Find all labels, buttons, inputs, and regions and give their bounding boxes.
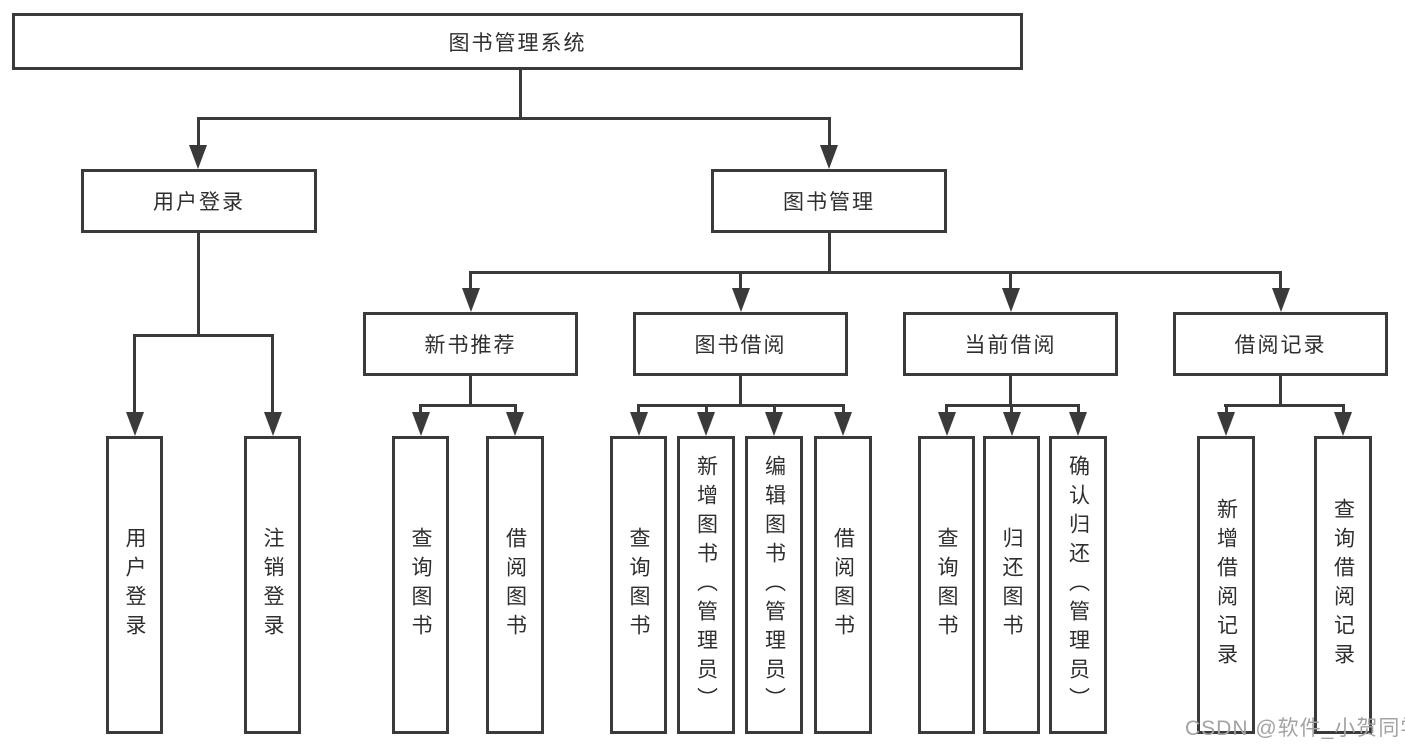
node-borrowing-records: 借阅记录 <box>1173 312 1388 376</box>
connector-segment <box>1009 271 1012 293</box>
node-label: 借阅记录 <box>1234 334 1327 357</box>
node-root-system: 图书管理系统 <box>12 13 1023 70</box>
connector-arrowhead <box>126 412 144 436</box>
leaf-label: 查询图书 <box>409 527 432 643</box>
connector-segment <box>271 334 274 414</box>
connector-arrowhead <box>1002 288 1020 312</box>
node-label: 新书推荐 <box>424 334 517 357</box>
leaf-query-books: 查询图书 <box>918 436 975 734</box>
connector-segment <box>637 404 845 407</box>
connector-segment <box>1279 375 1282 405</box>
connector-segment <box>1009 375 1012 405</box>
connector-arrowhead <box>462 288 480 312</box>
connector-arrowhead <box>412 412 430 436</box>
node-book-management: 图书管理 <box>711 169 947 233</box>
leaf-label: 注销登录 <box>261 527 284 643</box>
leaf-borrow-books: 借阅图书 <box>814 436 872 734</box>
connector-segment <box>773 404 776 418</box>
connector-segment <box>197 117 831 120</box>
connector-arrowhead <box>834 412 852 436</box>
node-label: 当前借阅 <box>964 334 1057 357</box>
connector-segment <box>469 375 472 405</box>
connector-segment <box>705 404 708 418</box>
connector-arrowhead <box>820 145 838 169</box>
csdn-watermark: CSDN @软件_小贺同学 <box>1185 717 1405 740</box>
connector-segment <box>1342 404 1345 418</box>
connector-segment <box>469 271 1282 274</box>
node-label: 图书管理 <box>783 191 875 214</box>
node-current-borrowing: 当前借阅 <box>903 312 1118 376</box>
leaf-return-books: 归还图书 <box>983 436 1040 734</box>
connector-segment <box>133 334 136 414</box>
node-book-borrowing: 图书借阅 <box>633 312 848 376</box>
leaf-user-login: 用户登录 <box>106 436 163 734</box>
leaf-label: 新增借阅记录 <box>1214 498 1238 672</box>
connector-segment <box>1225 404 1228 418</box>
node-label: 图书管理系统 <box>448 31 587 55</box>
connector-arrowhead <box>1003 412 1021 436</box>
leaf-label: 归还图书 <box>1000 527 1023 643</box>
connector-segment <box>133 334 274 337</box>
leaf-label: 借阅图书 <box>831 527 855 643</box>
connector-arrowhead <box>630 412 648 436</box>
leaf-label: 查询图书 <box>935 527 958 643</box>
connector-arrowhead <box>1272 288 1290 312</box>
connector-arrowhead <box>264 412 282 436</box>
connector-segment <box>842 404 845 418</box>
connector-arrowhead <box>732 288 750 312</box>
leaf-label: 查询图书 <box>627 527 650 643</box>
connector-arrowhead <box>765 412 783 436</box>
leaf-label: 确认归还（管理员） <box>1066 454 1090 716</box>
connector-segment <box>519 70 522 118</box>
connector-segment <box>637 404 640 418</box>
connector-arrowhead <box>1217 412 1235 436</box>
leaf-label: 查询借阅记录 <box>1331 498 1355 672</box>
leaf-logout: 注销登录 <box>244 436 301 734</box>
leaf-label: 借阅图书 <box>503 527 527 643</box>
connector-segment <box>419 404 517 407</box>
leaf-query-books: 查询图书 <box>392 436 449 734</box>
connector-segment <box>197 117 200 151</box>
connector-segment <box>945 404 948 418</box>
connector-segment <box>1224 404 1345 407</box>
connector-arrowhead <box>938 412 956 436</box>
connector-arrowhead <box>1069 412 1087 436</box>
connector-segment <box>514 404 517 418</box>
node-user-login: 用户登录 <box>81 169 317 233</box>
connector-segment <box>739 271 742 293</box>
connector-segment <box>1077 404 1080 418</box>
node-label: 用户登录 <box>153 191 245 214</box>
leaf-query-books: 查询图书 <box>610 436 667 734</box>
node-new-book-recommend: 新书推荐 <box>363 312 578 376</box>
leaf-add-borrow-record: 新增借阅记录 <box>1197 436 1255 734</box>
connector-segment <box>828 233 831 272</box>
leaf-confirm-return-admin: 确认归还（管理员） <box>1049 436 1107 734</box>
connector-arrowhead <box>697 412 715 436</box>
connector-segment <box>1279 271 1282 293</box>
leaf-add-books-admin: 新增图书（管理员） <box>677 436 735 734</box>
connector-segment <box>828 117 831 151</box>
leaf-edit-books-admin: 编辑图书（管理员） <box>745 436 803 734</box>
connector-segment <box>197 233 200 335</box>
connector-segment <box>1010 404 1013 418</box>
leaf-borrow-books: 借阅图书 <box>486 436 544 734</box>
node-label: 图书借阅 <box>694 334 787 357</box>
connector-arrowhead <box>506 412 524 436</box>
leaf-label: 编辑图书（管理员） <box>762 454 786 716</box>
connector-segment <box>419 404 422 418</box>
connector-arrowhead <box>189 145 207 169</box>
leaf-query-borrow-record: 查询借阅记录 <box>1314 436 1372 734</box>
connector-arrowhead <box>1334 412 1352 436</box>
connector-segment <box>739 375 742 405</box>
leaf-label: 用户登录 <box>123 527 146 643</box>
connector-segment <box>469 271 472 293</box>
leaf-label: 新增图书（管理员） <box>694 454 718 716</box>
